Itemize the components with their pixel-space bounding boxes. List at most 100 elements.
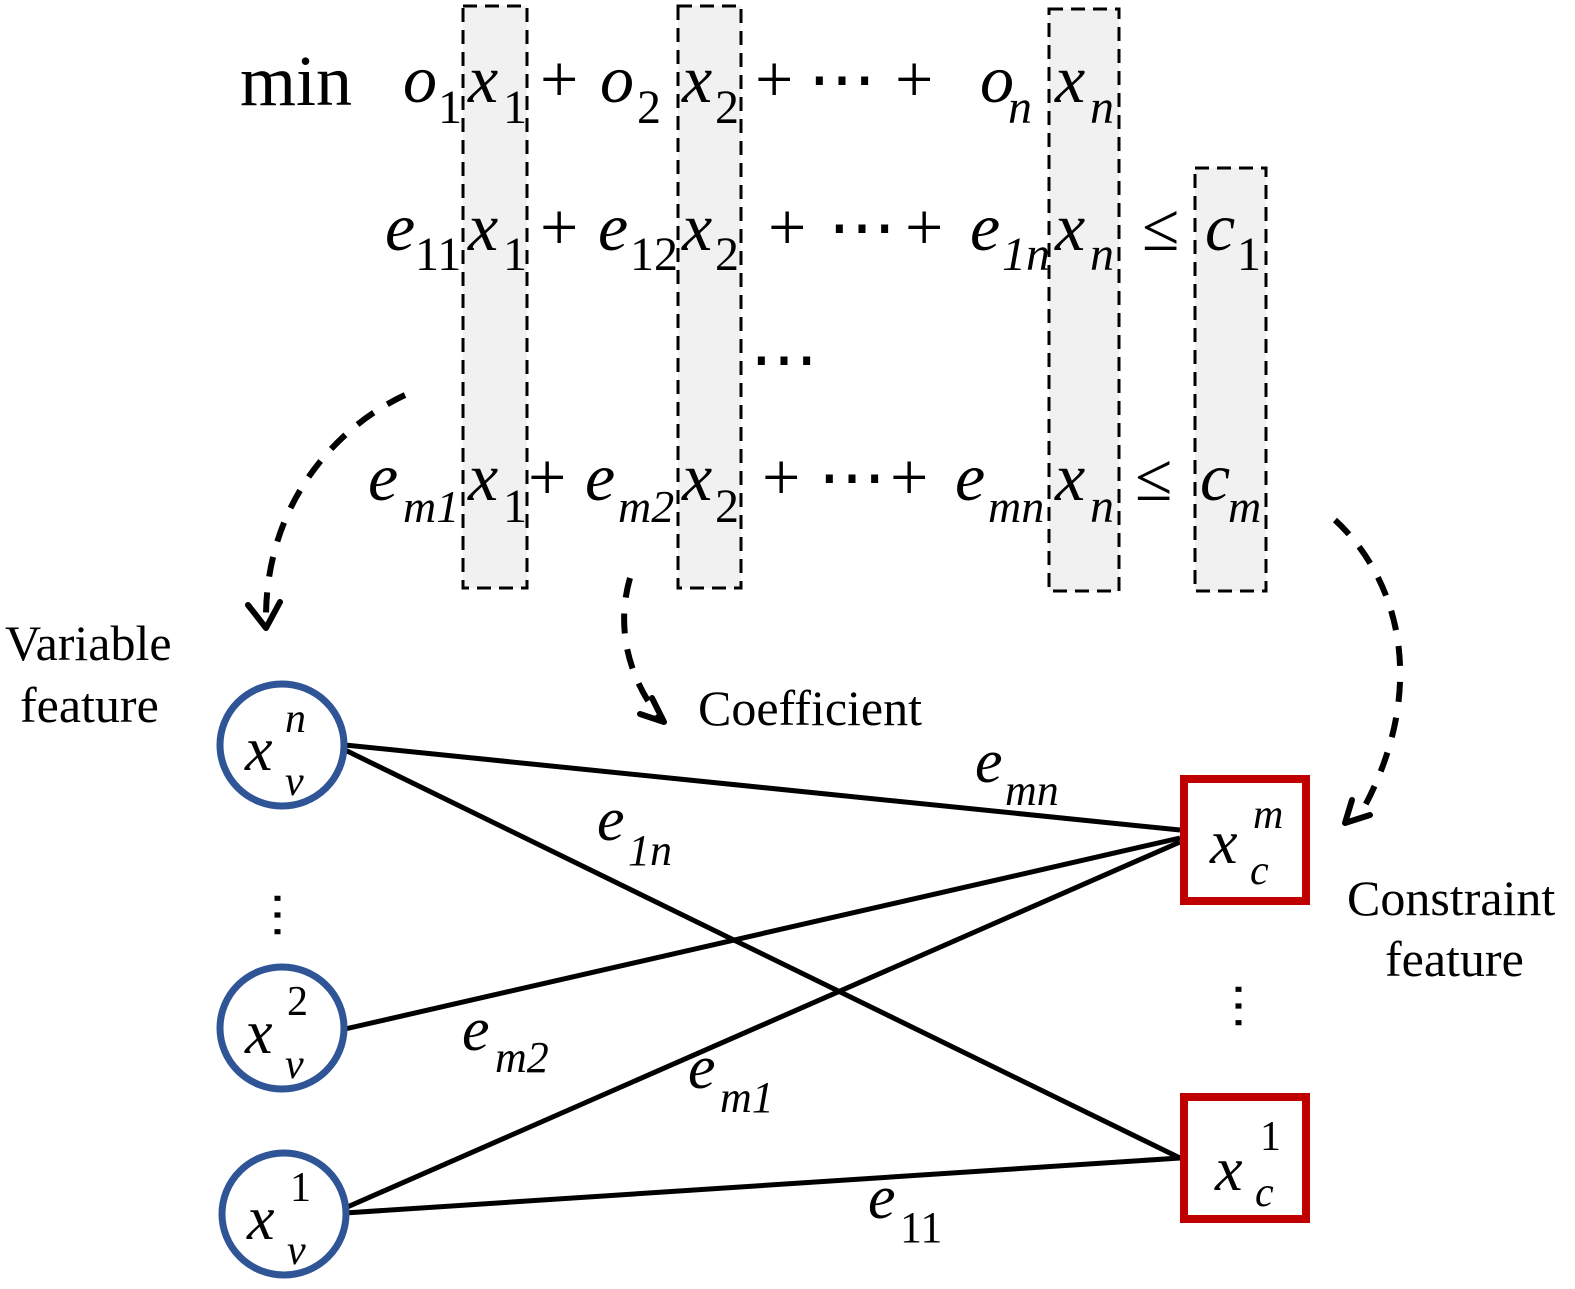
- var-xn-sub: n: [1090, 81, 1114, 134]
- svg-text:m: m: [1253, 792, 1283, 838]
- coef-o2: o: [600, 41, 634, 117]
- edge-e1n: [343, 747, 1182, 1161]
- svg-text:e: e: [868, 1164, 896, 1232]
- var-x2-sub: 2: [715, 81, 739, 134]
- plus: +: [895, 41, 933, 117]
- coef-e11-sub: 11: [415, 228, 461, 281]
- var-x1: x: [467, 439, 498, 515]
- coef-e11: e: [385, 189, 415, 265]
- svg-text:c: c: [1255, 1170, 1274, 1216]
- var-xn: x: [1054, 41, 1085, 117]
- ellipsis: ⋯: [828, 189, 896, 265]
- svg-text:11: 11: [900, 1203, 942, 1252]
- coef-o1: o: [403, 41, 437, 117]
- coef-em1: e: [368, 439, 398, 515]
- edge-em1: [343, 839, 1182, 1211]
- edges: [343, 742, 1182, 1216]
- coef-o2-sub: 2: [637, 81, 661, 134]
- var-x1-sub: 1: [503, 228, 527, 281]
- coef-e12: e: [598, 189, 628, 265]
- svg-text:x: x: [246, 1185, 275, 1253]
- leq: ≤: [1142, 189, 1179, 265]
- plus: +: [755, 41, 793, 117]
- column-x1: [461, 4, 529, 590]
- constraint-feature-label-line2: feature: [1385, 931, 1524, 987]
- coef-on-sub: n: [1008, 81, 1032, 134]
- plus: +: [890, 439, 928, 515]
- variable-node-2: x 2 v: [216, 963, 348, 1093]
- variable-feature-label-line2: feature: [20, 677, 159, 733]
- constraint-node-m: x m c: [1180, 775, 1310, 905]
- var-x1: x: [467, 189, 498, 265]
- edge-label-em2: e m2: [462, 996, 549, 1082]
- svg-text:e: e: [462, 996, 490, 1064]
- var-x2-sub: 2: [715, 480, 739, 533]
- var-xn-sub: n: [1090, 480, 1114, 533]
- var-x1-sub: 1: [503, 480, 527, 533]
- svg-text:1n: 1n: [628, 826, 672, 875]
- plus: +: [540, 41, 578, 117]
- coef-on: o: [980, 41, 1014, 117]
- variable-feature-label-line1: Variable: [5, 615, 172, 671]
- coef-emn: e: [955, 439, 985, 515]
- svg-text:x: x: [1209, 809, 1238, 877]
- plus: +: [768, 189, 806, 265]
- edge-em2: [344, 835, 1181, 1032]
- rhs-cm: c: [1200, 439, 1230, 515]
- var-x2: x: [681, 189, 712, 265]
- var-xn: x: [1054, 189, 1085, 265]
- svg-text:1: 1: [290, 1165, 311, 1211]
- svg-text:n: n: [285, 696, 306, 742]
- leq: ≤: [1135, 439, 1172, 515]
- svg-text:x: x: [244, 999, 273, 1067]
- coef-em1-sub: m1: [403, 481, 459, 532]
- svg-text:x: x: [244, 716, 273, 784]
- arrowhead-constraint: [1342, 797, 1373, 826]
- svg-text:v: v: [287, 1228, 306, 1274]
- svg-text:e: e: [688, 1034, 716, 1102]
- coef-e1n-sub: 1n: [1002, 228, 1050, 281]
- coef-o1-sub: 1: [438, 81, 462, 134]
- coef-em2-sub: m2: [618, 481, 674, 532]
- arrow-to-coefficient: [621, 577, 663, 720]
- plus: +: [905, 189, 943, 265]
- variable-nodes-ellipsis: ⋯: [251, 890, 307, 940]
- edge-label-e11: e 11: [868, 1164, 942, 1252]
- var-x1: x: [467, 41, 498, 117]
- plus: +: [762, 439, 800, 515]
- variable-node-n: x n v: [216, 680, 348, 810]
- column-c: [1193, 166, 1268, 593]
- var-x2: x: [681, 439, 712, 515]
- coef-em2: e: [585, 439, 615, 515]
- var-xn: x: [1054, 439, 1085, 515]
- var-xn-sub: n: [1090, 228, 1114, 281]
- constraint-node-1: x 1 c: [1180, 1093, 1310, 1223]
- svg-text:v: v: [285, 759, 304, 805]
- ellipsis: ⋯: [808, 41, 876, 117]
- svg-text:e: e: [975, 728, 1003, 796]
- arrowhead-coefficient: [637, 695, 667, 725]
- arrowhead-variable: [245, 599, 283, 631]
- var-x2-sub: 2: [715, 228, 739, 281]
- svg-text:e: e: [597, 786, 625, 854]
- plus: +: [540, 189, 578, 265]
- constraint-row-m: e m1 x 1 + e m2 x 2 + ⋯ + e mn x n ≤ c m: [368, 439, 1261, 533]
- arrow-to-constraint: [1332, 517, 1404, 817]
- rhs-cm-sub: m: [1228, 481, 1261, 532]
- ellipsis: ⋯: [818, 439, 886, 515]
- coef-e1n: e: [970, 189, 1000, 265]
- svg-text:m2: m2: [495, 1033, 549, 1082]
- objective-row: o 1 x 1 + o 2 x 2 + ⋯ + o n x n: [403, 41, 1114, 134]
- coef-e12-sub: 12: [630, 228, 678, 281]
- edge-label-em1: e m1: [688, 1034, 774, 1122]
- constraint-feature-label-line1: Constraint: [1347, 870, 1555, 926]
- edge-label-e1n: e 1n: [597, 786, 672, 875]
- min-keyword: min: [240, 41, 352, 121]
- var-x1-sub: 1: [503, 81, 527, 134]
- rhs-c1: c: [1205, 189, 1235, 265]
- svg-text:c: c: [1250, 848, 1269, 894]
- column-xn: [1047, 7, 1121, 593]
- variable-node-1: x 1 v: [218, 1149, 350, 1279]
- svg-text:2: 2: [287, 979, 308, 1025]
